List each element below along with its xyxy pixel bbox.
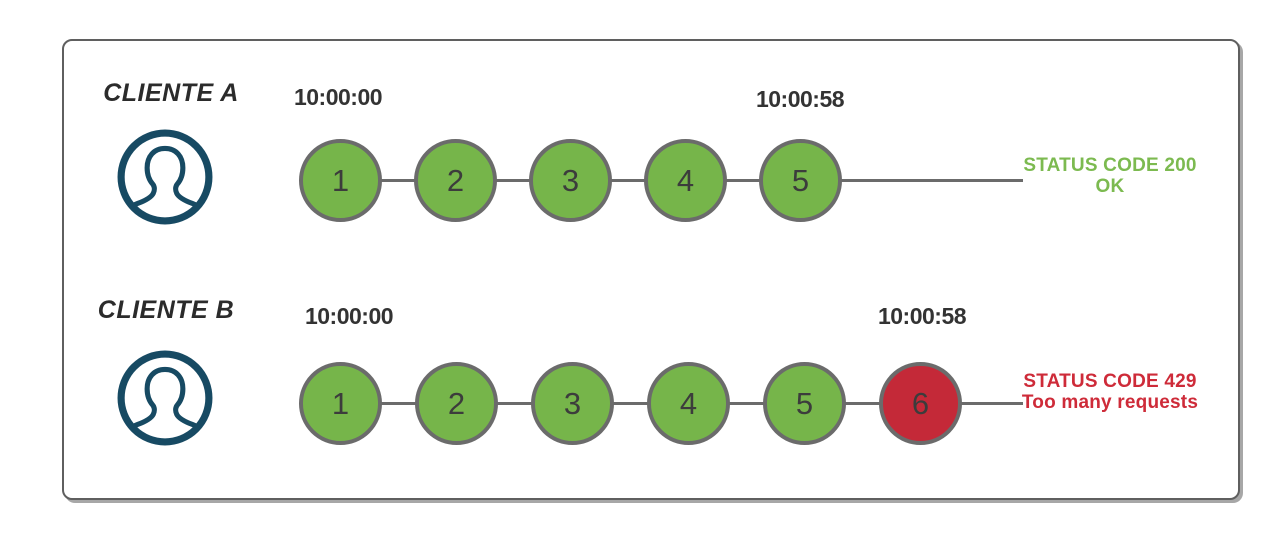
request-number: 2: [446, 162, 465, 198]
status-code-text: STATUS CODE 429: [1023, 371, 1197, 392]
request-number: 4: [676, 162, 695, 198]
user-avatar-icon: [117, 350, 213, 446]
request-number: 1: [331, 162, 350, 198]
request-circle: 3: [529, 139, 612, 222]
client-a-status: STATUS CODE 200 OK: [1005, 155, 1215, 197]
client-a-start-time: 10:00:00: [293, 84, 383, 110]
request-number: 2: [447, 385, 466, 421]
client-b-start-time: 10:00:00: [304, 303, 394, 329]
request-circle: 2: [414, 139, 497, 222]
request-circle: 2: [415, 362, 498, 445]
client-a-end-time: 10:00:58: [755, 86, 845, 112]
client-a-label: CLIENTE A: [103, 79, 239, 107]
request-number: 5: [791, 162, 810, 198]
client-b-end-time: 10:00:58: [877, 303, 967, 329]
request-number: 5: [795, 385, 814, 421]
status-code-text: STATUS CODE 200: [1023, 155, 1197, 176]
request-number: 3: [563, 385, 582, 421]
user-avatar-icon: [117, 129, 213, 225]
request-circle-blocked: 6: [879, 362, 962, 445]
request-circle: 4: [644, 139, 727, 222]
client-b-label: CLIENTE B: [97, 296, 235, 324]
request-circle: 5: [763, 362, 846, 445]
request-circle: 1: [299, 139, 382, 222]
status-message-text: OK: [1095, 176, 1125, 197]
client-b-status: STATUS CODE 429 Too many requests: [1005, 371, 1215, 413]
request-number: 1: [331, 385, 350, 421]
request-number: 6: [911, 385, 930, 421]
request-circle: 4: [647, 362, 730, 445]
request-number: 3: [561, 162, 580, 198]
request-circle: 1: [299, 362, 382, 445]
request-circle: 5: [759, 139, 842, 222]
request-number: 4: [679, 385, 698, 421]
status-message-text: Too many requests: [1021, 392, 1199, 413]
request-circle: 3: [531, 362, 614, 445]
